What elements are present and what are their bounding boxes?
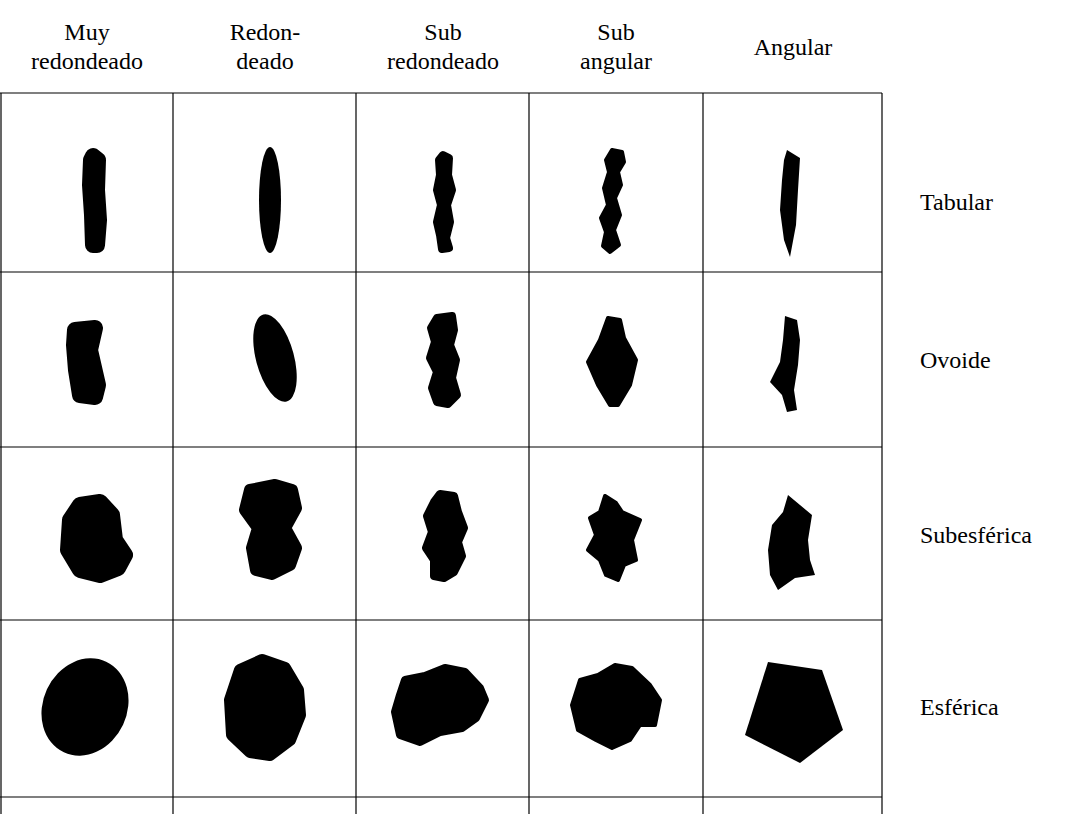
row-label: Esférica xyxy=(920,693,999,722)
column-header: Redon- deado xyxy=(230,18,301,76)
column-header: Angular xyxy=(754,33,833,62)
table-grid xyxy=(0,93,882,814)
row-label: Ovoide xyxy=(920,346,991,375)
row-label: Tabular xyxy=(920,188,993,217)
column-header: Sub angular xyxy=(580,18,652,76)
column-header: Muy redondeado xyxy=(31,18,143,76)
row-label: Subesférica xyxy=(920,521,1032,550)
particle-shapes xyxy=(26,147,843,770)
column-header: Sub redondeado xyxy=(387,18,499,76)
